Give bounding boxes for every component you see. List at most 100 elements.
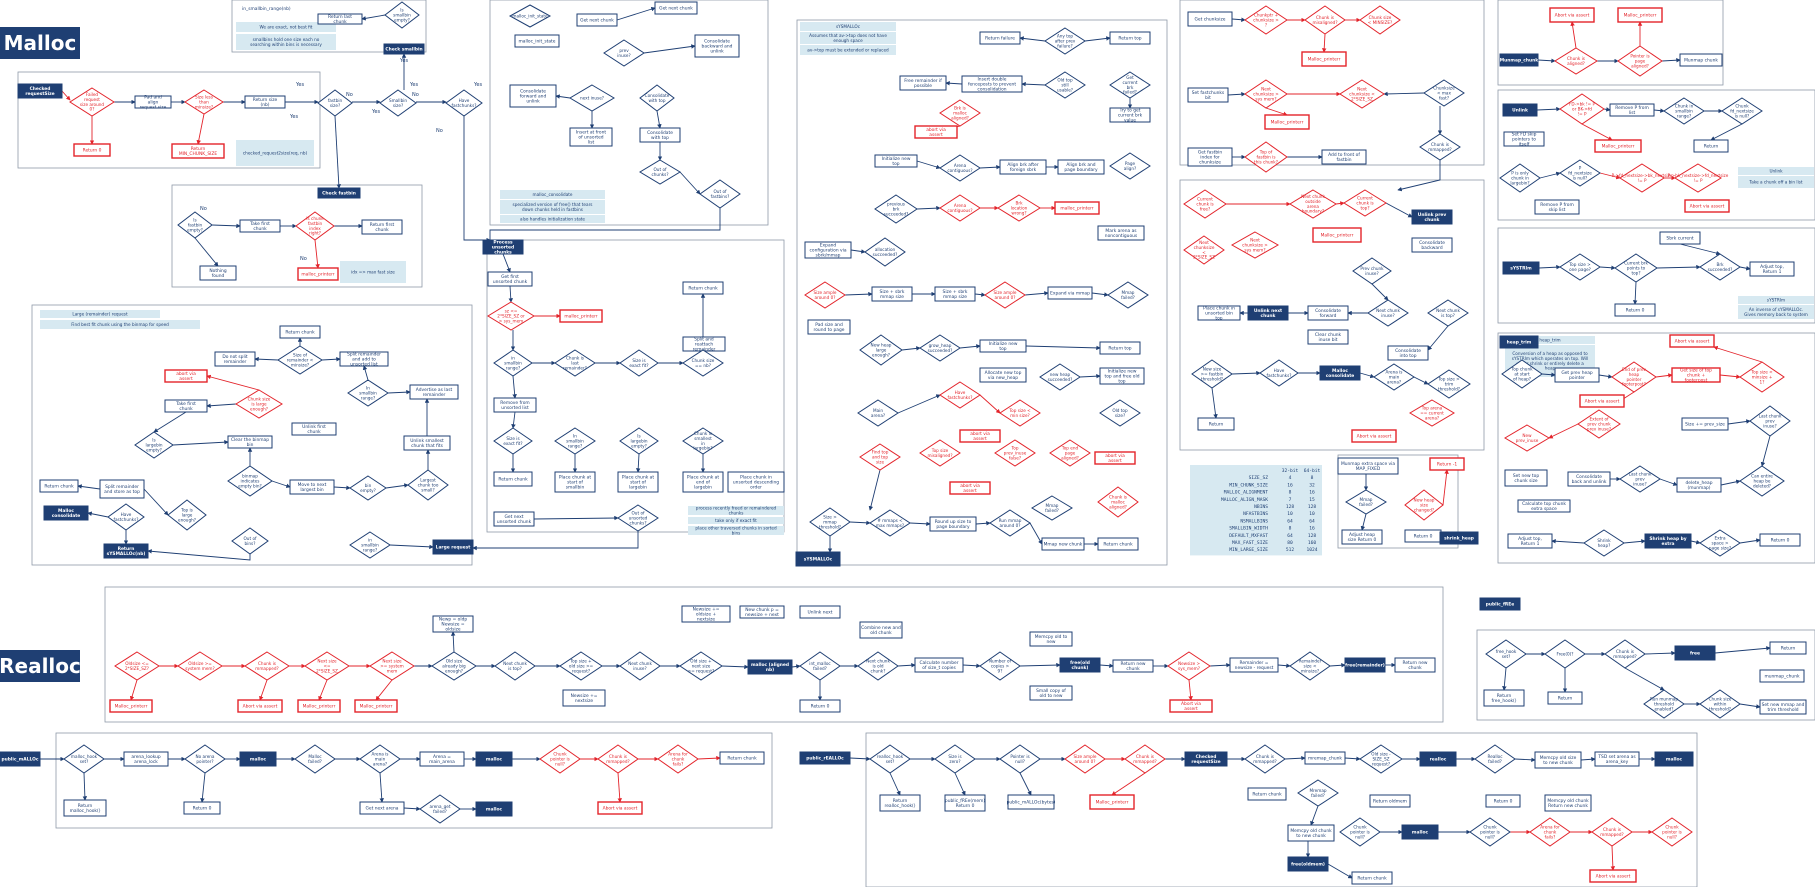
node-public-realloc-return-oldmem: Return oldmem — [1369, 794, 1411, 808]
node-label: Return 0 — [1771, 538, 1790, 544]
table-cell: MIN_CHUNK_SIZE — [1229, 482, 1268, 488]
process-shape — [1499, 53, 1539, 67]
table-cell: 64 — [1287, 533, 1293, 539]
note-bg — [236, 140, 314, 166]
note-malloc-entry-note-fastbin: idx => max fast size — [340, 261, 406, 283]
section-frame — [171, 184, 423, 288]
note-bg — [1505, 336, 1595, 344]
table-cell: 8 — [1311, 475, 1314, 481]
table-cell: MIN_LARGE_SIZE — [1229, 547, 1268, 553]
note-bg — [688, 526, 784, 535]
node-label: Return — [1209, 422, 1224, 428]
node-label: heap_trim — [1507, 340, 1532, 346]
decision-shape — [1352, 257, 1392, 285]
flow-edge — [1091, 292, 1109, 297]
decision-shape — [619, 427, 659, 455]
node-label: Return chunk — [727, 756, 757, 762]
process-shape — [227, 435, 273, 449]
decision-shape — [1343, 189, 1387, 217]
flow-edge — [1656, 264, 1701, 270]
node-right-column-p-bk-nextsize-fd: P->bk_nextsize->fd_nextsize!= P — [1668, 163, 1729, 193]
node-public-realloc-return0: Return 0 — [1485, 794, 1521, 808]
decision-shape — [1167, 651, 1211, 681]
section-frame — [796, 19, 1168, 566]
note-consolidate-box-title: malloc_consolidate — [500, 190, 605, 199]
flow-edge — [206, 374, 260, 391]
process-shape — [1304, 751, 1346, 765]
node-label: Sbrk current — [1666, 236, 1693, 242]
decision-shape — [1339, 817, 1381, 847]
flow-edge — [1227, 91, 1246, 97]
note-right-column-systrim-note2: An inverse of sYSMALLOc.Gives memory bac… — [1738, 305, 1814, 319]
decision-shape — [1359, 5, 1401, 35]
decision-shape — [349, 531, 391, 559]
process-shape — [493, 397, 537, 413]
node-consolidate-box-malloc-init-state: malloc_init_state — [514, 34, 560, 48]
decision-shape — [799, 651, 841, 681]
node-realloc-row-unlink-next: Unlink next — [799, 605, 841, 619]
process-shape — [1669, 334, 1715, 348]
node-consolidate-box-malloc-init-state: malloc_init_state — [508, 4, 552, 28]
table-cell: MALLOC_ALIGN_MASK — [1221, 497, 1268, 503]
node-label: Top size <minsize +1? — [1750, 370, 1773, 385]
process-shape — [1099, 367, 1145, 385]
node-label: Remainder =newsize - request — [1235, 660, 1274, 671]
process-shape — [103, 543, 149, 559]
flow-edge — [318, 679, 328, 701]
process-shape — [1184, 751, 1228, 767]
node-label: delete_heap(munmap) — [1686, 480, 1713, 491]
branch-label: Yes — [371, 109, 380, 115]
decision-shape — [1183, 189, 1227, 219]
node-label: Chunk size== nb? — [692, 358, 715, 368]
note-largebin-box-title: Large (remainder) request — [40, 310, 160, 318]
process-shape — [1387, 345, 1429, 361]
branch-label: Yes — [409, 82, 418, 88]
process-shape — [682, 471, 724, 493]
process-shape — [1567, 471, 1611, 487]
node-right-column-abort-via-assert: Abort via assert — [1549, 7, 1595, 23]
node-label: Oldsize >=system mem? — [185, 661, 214, 671]
process-shape — [1534, 751, 1582, 769]
node-label: Abort via assert — [1690, 204, 1725, 210]
flow-edge — [1079, 373, 1101, 379]
branch-label: No — [346, 92, 353, 98]
flow-edge — [361, 14, 386, 21]
